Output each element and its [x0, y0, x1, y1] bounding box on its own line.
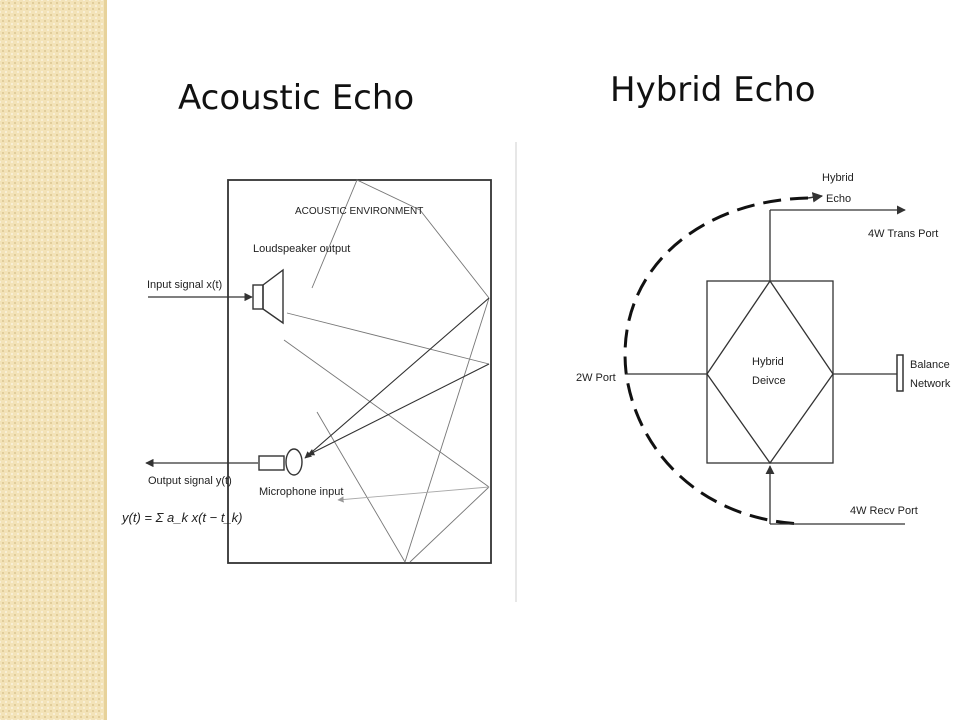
trans-port-label: 4W Trans Port	[868, 228, 938, 240]
reflection-paths	[283, 179, 490, 563]
balance-label-line1: Balance	[910, 359, 950, 371]
recv-port-label: 4W Recv Port	[850, 505, 918, 517]
balance-label-line2: Network	[910, 378, 951, 390]
acoustic-environment-box	[227, 179, 492, 564]
hybrid-echo-arrow	[807, 192, 824, 203]
input-signal-label: Input signal x(t)	[147, 279, 222, 291]
acoustic-echo-diagram	[145, 142, 517, 602]
echo-formula: y(t) = Σ a_k x(t − t_k)	[121, 510, 243, 525]
hybrid-echo-label-line2: Echo	[826, 193, 851, 205]
loudspeaker-icon	[252, 268, 284, 325]
acoustic-echo-title: Acoustic Echo	[178, 78, 415, 118]
loudspeaker-label: Loudspeaker output	[253, 243, 350, 255]
balance-network-block	[896, 354, 904, 392]
echo-path-arc	[623, 196, 809, 526]
hybrid-echo-diagram	[623, 192, 906, 526]
hybrid-diamond	[706, 279, 834, 465]
hybrid-echo-title: Hybrid Echo	[610, 70, 816, 110]
microphone-label: Microphone input	[259, 486, 343, 498]
acoustic-environment-label: ACOUSTIC ENVIRONMENT	[295, 206, 423, 217]
hybrid-echo-label-line1: Hybrid	[822, 172, 854, 184]
microphone-icon	[258, 448, 303, 476]
hybrid-device-box	[706, 280, 834, 464]
two-wire-port-label: 2W Port	[576, 372, 616, 384]
device-label-line1: Hybrid	[752, 356, 784, 368]
sidebar-edge	[104, 0, 107, 720]
decorative-sidebar	[0, 0, 104, 720]
output-signal-label: Output signal y(t)	[148, 475, 232, 487]
device-label-line2: Deivce	[752, 375, 786, 387]
